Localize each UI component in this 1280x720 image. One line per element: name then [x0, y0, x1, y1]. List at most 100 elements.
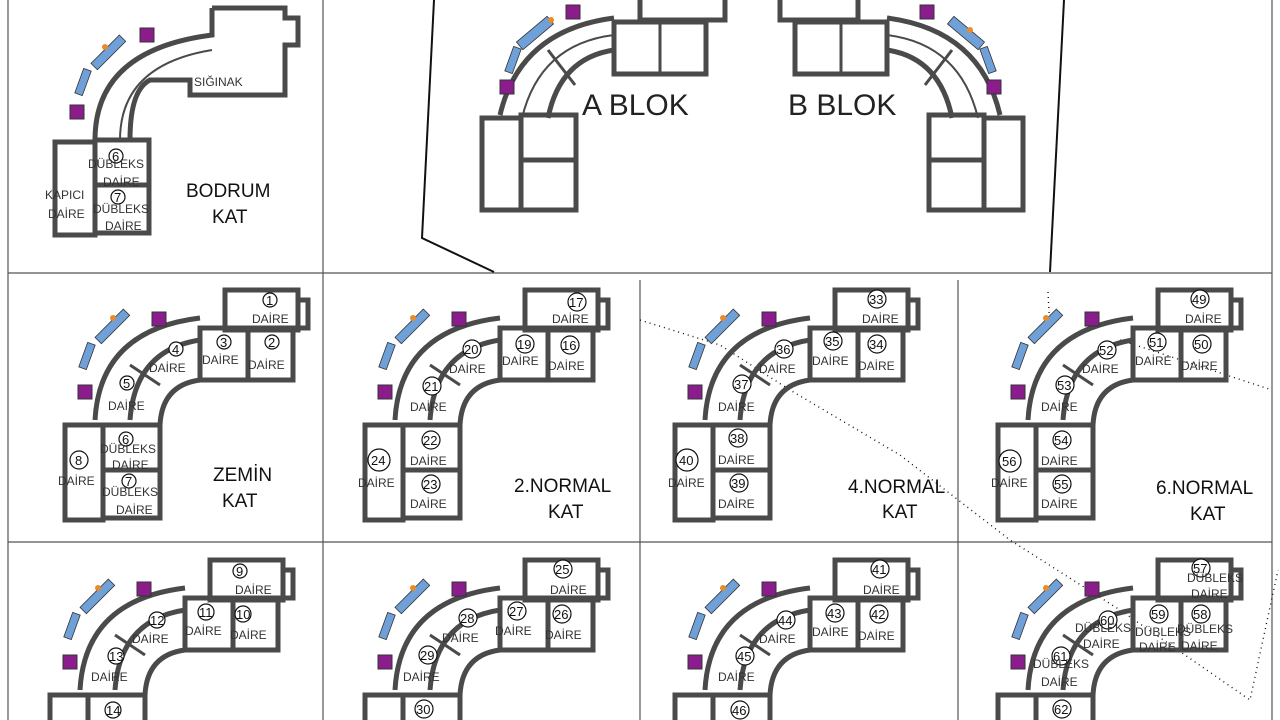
- unit-number: 50: [1194, 337, 1208, 352]
- unit-type: DAİRE: [410, 400, 447, 414]
- unit-number: 41: [872, 562, 886, 577]
- unit-number: 20: [464, 342, 478, 357]
- unit-number: 11: [199, 605, 213, 620]
- b-blok-plan: B BLOK: [777, 0, 1026, 213]
- unit-type: DAİRE: [105, 219, 142, 233]
- panel-6-normal: 49 DAİRE 50 DAİRE 51 DAİRE 52 DAİRE 53 D…: [991, 290, 1253, 525]
- unit-number: 9: [236, 564, 243, 579]
- floor-title: ZEMİN: [213, 465, 272, 486]
- unit-number: 34: [869, 337, 883, 352]
- unit-type: DAİRE: [1041, 497, 1078, 511]
- stair-icon: [77, 384, 93, 400]
- unit-number: 26: [554, 607, 568, 622]
- unit-type: DAİRE: [718, 453, 755, 467]
- unit-number: 62: [1054, 702, 1068, 717]
- unit-number: 35: [825, 334, 839, 349]
- a-blok-balcony: [504, 15, 555, 75]
- unit-number: 19: [517, 337, 531, 352]
- stair-icon: [151, 311, 167, 327]
- unit-number: 6: [112, 149, 119, 164]
- unit-number: 16: [562, 338, 576, 353]
- panel-zemin: 1 DAİRE 2 DAİRE 3 DAİRE 4 DAİRE 5 DAİRE …: [58, 287, 311, 523]
- unit-number: 57: [1193, 561, 1207, 576]
- unit-type: DAİRE: [1185, 312, 1222, 326]
- unit-number: 7: [114, 190, 121, 205]
- unit-number: 7: [125, 474, 132, 489]
- unit-number: 29: [420, 648, 434, 663]
- unit-type: DAİRE: [116, 503, 153, 517]
- unit-type: DAİRE: [91, 670, 128, 684]
- unit-number: 44: [778, 613, 792, 628]
- unit-number: 8: [75, 453, 82, 468]
- balcony-icon: [90, 34, 127, 71]
- unit-type: DAİRE: [862, 312, 899, 326]
- unit-type: DAİRE: [1082, 362, 1119, 376]
- unit-number: 39: [731, 476, 745, 491]
- unit-type: DAİRE: [1181, 639, 1218, 653]
- panel-bodrum: SIĞINAK 6 DÜBLEKS DAİRE 7 DÜBLEKS DAİRE …: [45, 5, 301, 238]
- unit-type: DAİRE: [718, 400, 755, 414]
- unit-type: DAİRE: [502, 354, 539, 368]
- unit-type: DAİRE: [812, 354, 849, 368]
- unit-number: 25: [555, 562, 569, 577]
- unit-type: DAİRE: [495, 624, 532, 638]
- unit-type: DAİRE: [358, 476, 395, 490]
- unit-type: DAİRE: [410, 454, 447, 468]
- unit-number: 22: [423, 433, 437, 448]
- unit-number: 23: [423, 477, 437, 492]
- unit-number: 13: [109, 649, 123, 664]
- stair-icon: [139, 27, 155, 43]
- sheet-grid: [7, 0, 1273, 720]
- unit-type: DAİRE: [991, 476, 1028, 490]
- unit-number: 14: [106, 703, 120, 718]
- marker-dot-icon: [110, 315, 116, 321]
- unit-type: DAİRE: [812, 625, 849, 639]
- unit-type: DAİRE: [759, 362, 796, 376]
- unit-type: DAİRE: [1139, 640, 1176, 654]
- unit-type: DAİRE: [863, 583, 900, 597]
- balcony-icon: [78, 341, 96, 371]
- floor-subtitle: KAT: [882, 502, 918, 523]
- b-blok-label: B BLOK: [788, 89, 896, 122]
- unit-number: 30: [416, 702, 430, 717]
- unit-number: 17: [569, 295, 583, 310]
- unit-type: DAİRE: [1191, 587, 1228, 601]
- panel-5-normal: 41 DAİRE 42 DAİRE 43 DAİRE 44 DAİRE 45 D…: [675, 560, 918, 720]
- unit-number: 60: [1100, 613, 1114, 628]
- unit-type: DÜBLEKS: [1187, 571, 1243, 585]
- b-blok-balcony: [946, 15, 997, 75]
- unit-number: 5: [123, 376, 130, 391]
- unit-number: 49: [1192, 292, 1206, 307]
- floor-title: 6.NORMAL: [1156, 478, 1253, 499]
- unit-number: 52: [1099, 343, 1113, 358]
- unit-type: DAİRE: [1041, 675, 1078, 689]
- panel-2-normal-labels: 17 DAİRE 16 DAİRE 19 DAİRE 20 DAİRE 21 D…: [358, 292, 611, 523]
- unit-number: 2: [268, 335, 275, 350]
- unit-number: 38: [730, 431, 744, 446]
- panel-1-normal: 9 DAİRE 10 DAİRE 11 DAİRE 12 DAİRE 13 DA…: [50, 560, 293, 720]
- unit-type: DAİRE: [235, 583, 272, 597]
- unit-type: DAİRE: [149, 361, 186, 375]
- unit-number: 53: [1057, 378, 1071, 393]
- unit-number: 51: [1149, 335, 1163, 350]
- marker-dot-icon: [102, 44, 108, 50]
- unit-type: DAİRE: [58, 474, 95, 488]
- unit-number: 37: [734, 377, 748, 392]
- unit-type: DAİRE: [1181, 359, 1218, 373]
- unit-type: DÜBLEKS: [1033, 657, 1089, 671]
- stair-icon: [69, 104, 85, 120]
- unit-type: DAİRE: [1041, 400, 1078, 414]
- unit-type: DAİRE: [132, 632, 169, 646]
- unit-type: DAİRE: [202, 353, 239, 367]
- unit-number: 1: [266, 293, 273, 308]
- floor-subtitle: KAT: [548, 502, 584, 523]
- panel-7-normal: 57 DÜBLEKS DAİRE 58 DÜBLEKS DAİRE 59 DÜB…: [998, 559, 1243, 720]
- siginak-label: SIĞINAK: [194, 74, 243, 89]
- unit-number: 43: [827, 606, 841, 621]
- floor-title: 2.NORMAL: [514, 476, 611, 497]
- unit-number: 45: [737, 649, 751, 664]
- unit-type: DAİRE: [718, 497, 755, 511]
- unit-type: DÜBLEKS: [102, 485, 158, 499]
- unit-number: 24: [371, 453, 385, 468]
